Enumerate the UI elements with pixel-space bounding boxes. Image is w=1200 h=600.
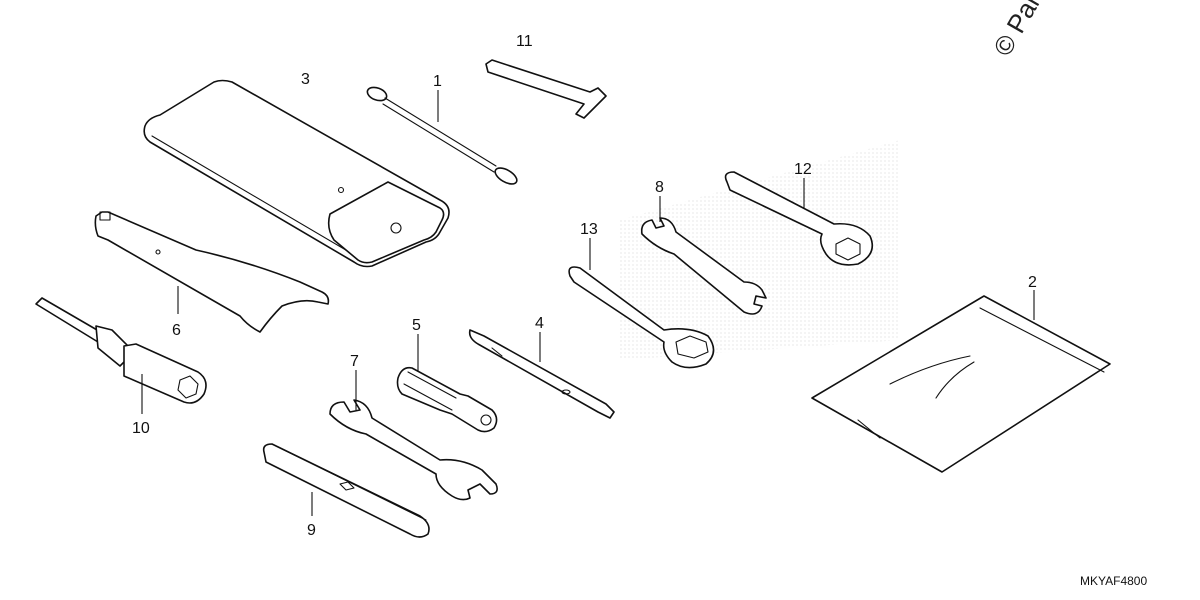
callout-2: 2	[1028, 274, 1037, 291]
handle-bar	[262, 443, 430, 538]
socket-wrench	[35, 297, 207, 404]
callout-4: 4	[535, 315, 544, 332]
callout-13: 13	[580, 221, 598, 238]
diagram-code: MKYAF4800	[1080, 574, 1147, 588]
screwdriver-handle	[396, 366, 498, 433]
tool-pouch	[143, 79, 450, 268]
plastic-bag	[811, 295, 1111, 473]
callout-12: 12	[794, 161, 812, 178]
dotted-watermark-area	[620, 140, 900, 360]
callout-11: 11	[516, 33, 533, 50]
screwdriver-bit	[468, 329, 615, 419]
ring-wrench-12	[724, 171, 874, 266]
callout-8: 8	[655, 179, 664, 196]
callout-3: 3	[301, 71, 310, 88]
callout-10: 10	[132, 420, 150, 437]
callout-5: 5	[412, 317, 421, 334]
callout-6: 6	[172, 322, 181, 339]
hex-key	[485, 59, 607, 119]
open-wrench-7	[329, 399, 498, 501]
tool-cord	[366, 86, 518, 185]
callout-7: 7	[350, 353, 359, 370]
leader-lines	[141, 90, 1035, 516]
open-wrench-8	[640, 217, 767, 315]
watermark-text: © Partzilla	[987, 0, 1073, 61]
ring-wrench-13	[568, 266, 715, 369]
callout-9: 9	[307, 522, 316, 539]
pin-spanner	[94, 211, 330, 333]
callout-1: 1	[433, 73, 442, 90]
